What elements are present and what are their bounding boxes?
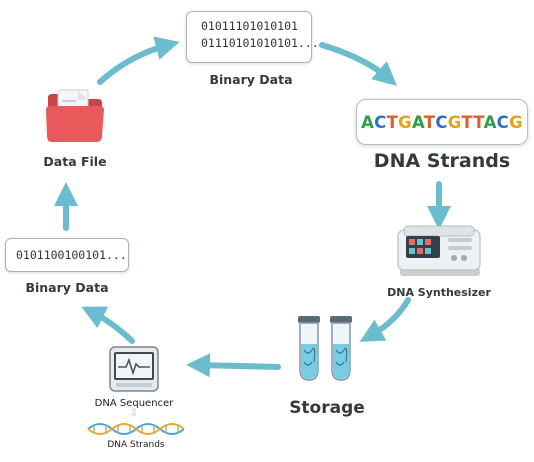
nucleotide-letter: G: [509, 112, 523, 132]
nucleotide-letter: G: [447, 112, 462, 132]
dna-sequence-box: ACTGATCGTTACG: [356, 99, 528, 145]
arrow-datafile-to-binary: [97, 36, 180, 85]
nucleotide-letter: T: [423, 112, 436, 132]
binary-data-box-left: 0101100100101...: [5, 238, 129, 272]
nucleotide-letter: G: [398, 112, 412, 132]
nucleotide-letter: A: [483, 112, 497, 132]
sequencer-arrow-down-icon: ⇩: [129, 408, 139, 419]
arrow-sequencer-to-binary: [81, 306, 135, 344]
dna-synthesizer-icon: [397, 225, 481, 276]
sequencer-dna-strands-label: DNA Strands: [107, 440, 165, 450]
nucleotide-letter: T: [473, 112, 484, 132]
nucleotide-letter: T: [386, 112, 399, 132]
dna-sequencer-label: DNA Sequencer: [94, 398, 174, 409]
nucleotide-letter: C: [374, 112, 387, 132]
dna-synthesizer-label: DNA Synthesizer: [387, 286, 491, 299]
arrow-synthesizer-to-storage: [359, 297, 411, 342]
binary-line-left: 0101100100101...: [16, 248, 127, 262]
nucleotide-letter: C: [496, 112, 510, 132]
dna-strands-label: DNA Strands: [373, 150, 511, 172]
storage-label: Storage: [289, 398, 365, 418]
nucleotide-letter: T: [461, 112, 474, 132]
arrow-binary-to-dna: [319, 42, 398, 86]
binary-line-2: 01110101010101...: [201, 36, 319, 50]
test-tube-left: [298, 316, 320, 381]
storage-test-tubes-icon: [298, 316, 352, 381]
dna-sequencer-icon: [109, 346, 159, 392]
binary-data-label-top: Binary Data: [209, 72, 293, 87]
data-file-label: Data File: [43, 154, 107, 169]
binary-data-box-top: 01011101010101 01110101010101...: [186, 11, 319, 63]
nucleotide-letter: A: [361, 112, 375, 132]
data-file-folder-icon: [46, 89, 104, 142]
dna-sequence-text: ACTGATCGTTACG: [361, 113, 523, 132]
test-tube-right: [330, 316, 352, 381]
nucleotide-letter: A: [412, 112, 424, 132]
binary-data-label-left: Binary Data: [25, 280, 109, 295]
dna-helix-icon: [87, 423, 184, 435]
binary-line-1: 01011101010101: [201, 19, 298, 33]
arrow-storage-to-sequencer: [186, 353, 281, 378]
nucleotide-letter: C: [435, 112, 448, 132]
